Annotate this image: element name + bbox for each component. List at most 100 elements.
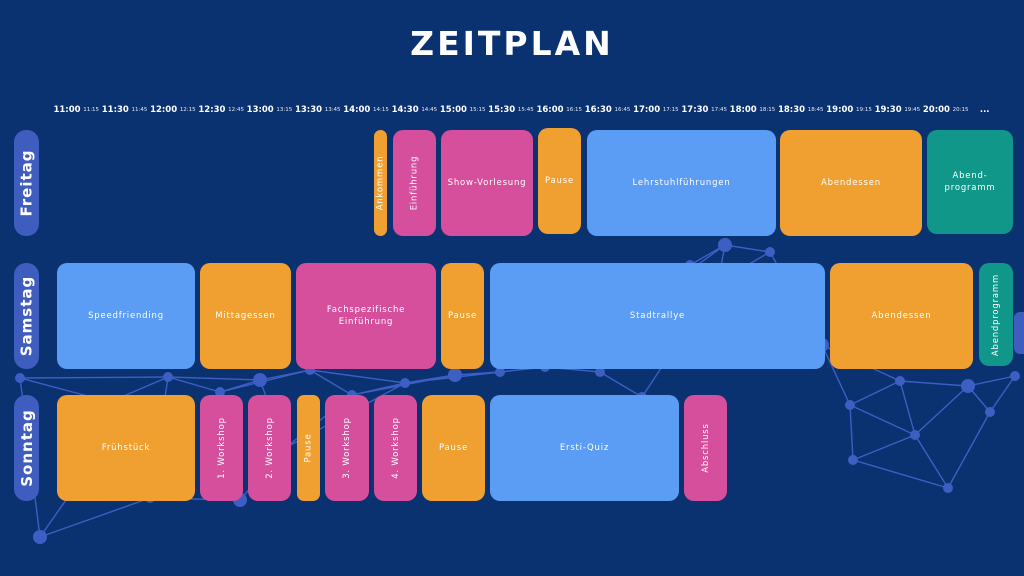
timeline-tick-major: 18:30: [777, 105, 806, 115]
network-node: [848, 455, 858, 465]
event-block-sonntag-6: 4. Workshop: [374, 395, 417, 501]
timeline-tick-major: 16:00: [536, 105, 564, 115]
timeline-tick-minor: 17:45: [711, 107, 727, 113]
network-node: [961, 379, 975, 393]
network-node: [765, 247, 775, 257]
network-node: [985, 407, 995, 417]
event-label: Lehrstuhlführungen: [632, 178, 731, 188]
network-node: [253, 373, 267, 387]
network-line: [19, 376, 169, 379]
timeline-tick-major: 11:30: [101, 105, 129, 115]
event-block-sonntag-4: Pause: [297, 395, 320, 501]
event-label: Abend-programm: [944, 171, 996, 193]
event-block-freitag-3: Show-Vorlesung: [441, 130, 533, 236]
network-line: [309, 369, 406, 384]
timeline-tick-major: 17:00: [633, 105, 661, 115]
timeline-tick-minor: 19:15: [856, 107, 872, 113]
event-label: Mittagessen: [215, 311, 276, 321]
timeline-tick-minor: 19:45: [904, 107, 921, 113]
timeline-tick-minor: 12:15: [179, 107, 196, 113]
network-node: [595, 367, 605, 377]
timeline-tick-minor: 17:15: [662, 107, 679, 113]
event-block-samstag-2: Mittagessen: [200, 263, 291, 369]
timeline-tick-major: 12:30: [198, 105, 226, 115]
event-label: Pause: [303, 433, 314, 463]
event-block-sonntag-8: Ersti-Quiz: [490, 395, 679, 501]
network-line: [821, 344, 851, 406]
network-node: [33, 530, 47, 544]
network-node: [495, 367, 505, 377]
timeline-tick-major: 18:00: [729, 105, 757, 115]
event-label: Abendessen: [821, 178, 881, 188]
network-line: [39, 497, 151, 538]
timeline-tick-minor: 13:45: [324, 107, 341, 113]
network-line: [599, 371, 643, 398]
timeline-tick-minor: 18:15: [759, 107, 776, 113]
event-block-freitag-2: Einführung: [393, 130, 436, 236]
event-block-freitag-7: Abend-programm: [927, 130, 1013, 234]
event-block-samstag-5: Stadtrallye: [490, 263, 825, 369]
timeline-tick-minor: 12:45: [228, 107, 244, 113]
timeline-tick-major: 15:00: [439, 105, 467, 115]
network-line: [849, 404, 854, 461]
network-line: [849, 380, 901, 406]
network-node: [15, 373, 25, 383]
day-label-freitag: Freitag: [14, 130, 39, 236]
network-line: [852, 434, 916, 461]
event-block-freitag-5: Lehrstuhlführungen: [587, 130, 776, 236]
timeline-tick-minor: 15:45: [517, 107, 534, 113]
event-block-samstag-7: Abendprogramm: [979, 263, 1013, 366]
event-label: 3. Workshop: [342, 417, 352, 479]
event-label: 2. Workshop: [264, 417, 275, 479]
event-block-sonntag-9: Abschluss: [684, 395, 727, 501]
event-label: Pause: [448, 311, 477, 321]
network-line: [899, 380, 916, 436]
event-label: 4. Workshop: [390, 417, 401, 479]
event-label: Pause: [439, 443, 468, 453]
network-node: [448, 368, 462, 382]
timeline-tick-minor: 14:45: [421, 107, 438, 113]
event-label: Abendprogramm: [991, 273, 1001, 356]
timeline-tick-major: 13:30: [294, 105, 323, 115]
event-block-freitag-1: Ankommen: [374, 130, 387, 236]
timeline-tick-major: 12:00: [150, 105, 178, 115]
event-block-sonntag-7: Pause: [422, 395, 485, 501]
network-line: [914, 385, 969, 436]
network-line: [947, 411, 991, 489]
event-label: Abschluss: [700, 423, 711, 473]
network-node: [845, 400, 855, 410]
event-label: Speedfriending: [88, 311, 164, 321]
timeline-tick-major: ...: [979, 105, 990, 115]
day-label-samstag: Samstag: [14, 263, 39, 369]
network-line: [167, 376, 221, 393]
timeline-tick-major: 14:30: [391, 105, 419, 115]
network-node: [910, 430, 920, 440]
event-label: Einführung: [409, 155, 420, 211]
event-label: Frühstück: [101, 443, 151, 453]
timeline-tick-minor: 11:45: [131, 107, 148, 113]
event-label: Abendessen: [871, 311, 932, 321]
edge-decoration: [1014, 312, 1024, 354]
network-line: [849, 404, 916, 436]
event-block-sonntag-3: 2. Workshop: [248, 395, 291, 501]
timeline-tick-major: 19:30: [874, 105, 902, 115]
network-node: [163, 372, 173, 382]
event-label: Pause: [545, 176, 574, 186]
timeline-tick-major: 14:00: [343, 105, 371, 115]
timeline-tick-major: 16:30: [584, 105, 612, 115]
network-node: [895, 376, 905, 386]
network-line: [724, 244, 771, 253]
timeline-tick-minor: 18:45: [807, 107, 824, 113]
timeline-tick-major: 13:00: [246, 105, 274, 115]
network-line: [899, 380, 969, 387]
event-label: 1. Workshop: [216, 417, 227, 479]
network-node: [718, 238, 732, 252]
event-label: Ersti-Quiz: [559, 443, 610, 453]
event-label: Ankommen: [375, 155, 386, 211]
event-block-sonntag-2: 1. Workshop: [200, 395, 243, 501]
timeline-tick-minor: 14:15: [373, 107, 389, 113]
event-block-sonntag-1: Frühstück: [57, 395, 195, 501]
timeline-tick-major: 17:30: [681, 105, 709, 115]
